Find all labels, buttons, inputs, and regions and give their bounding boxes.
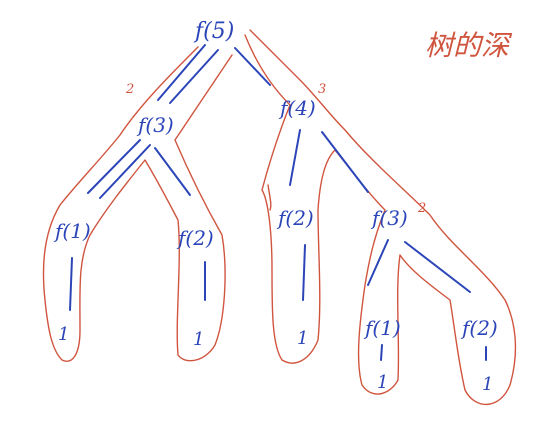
handwritten-title: 树的深 [425,29,513,62]
depth-mark-right: 3 [318,82,326,97]
leaf-value-ll: 1 [58,324,69,345]
edge-rr-left [367,239,389,286]
leaf-value-rrr: 1 [482,374,493,395]
stroke-leaf-ll [69,257,73,311]
depth-mark-left: 2 [125,82,134,97]
outline-right-subtree [244,29,517,406]
edge-left-leftleft [87,139,141,194]
node-right-right-label: f(3) [370,206,408,230]
node-rr-right-label: f(2) [460,316,498,340]
stroke-leaf-rrl [380,344,383,361]
outline-f4-bracket [267,184,272,211]
outline-left-subtree [42,46,233,362]
node-right-left-label: f(2) [276,206,314,230]
edge-right-rightleft [289,129,301,186]
tree-edges [69,44,487,361]
edge-right-rightright [321,131,369,193]
red-depth-outline [42,29,517,406]
edge-left-leftright [154,147,191,196]
node-left-right-label: f(2) [176,226,214,250]
leaf-value-rrl: 1 [377,372,388,393]
node-left-label: f(3) [136,113,174,137]
depth-mark-right-right: 2 [417,201,426,216]
edge-root-left-b [169,49,219,104]
edge-root-left [157,44,206,101]
node-root-label: f(5) [193,19,234,44]
node-rr-left-label: f(1) [363,316,401,340]
edge-left-leftleft-b [99,144,151,199]
node-left-left-label: f(1) [53,219,91,243]
node-right-label: f(4) [278,96,316,120]
edge-rr-right [404,241,471,293]
leaf-value-rl: 1 [297,328,308,349]
leaf-value-lr: 1 [193,329,204,350]
edge-root-right [234,47,271,86]
stroke-leaf-rl [302,244,306,301]
